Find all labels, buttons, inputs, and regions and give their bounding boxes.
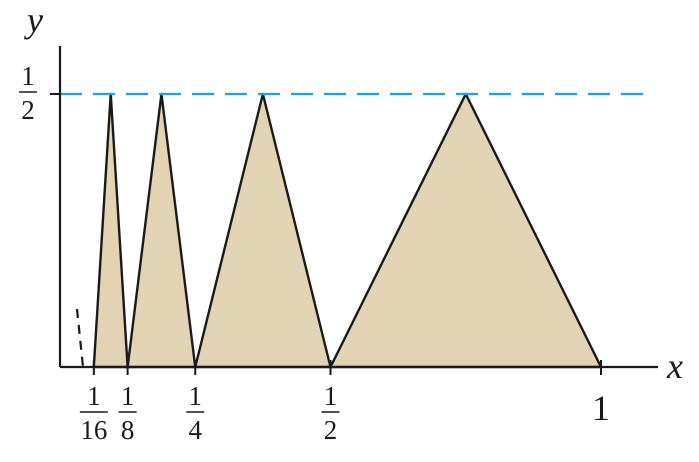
x-tick-label-2-denominator: 8	[121, 415, 135, 445]
x-tick-label-3-denominator: 4	[189, 415, 203, 445]
y-axis-label: y	[24, 0, 43, 40]
x-tick-label-2: 18	[118, 381, 137, 445]
x-tick-label-2-numerator: 1	[121, 381, 135, 411]
x-tick-label-1: 116	[79, 381, 108, 445]
triangles	[92, 92, 603, 369]
triangle-2	[126, 92, 197, 369]
triangle-1	[92, 92, 129, 369]
y-tick-label: 12	[19, 61, 37, 125]
y-tick-label-denominator: 2	[21, 95, 35, 125]
x-tick-label-4: 12	[321, 381, 340, 445]
triangle-3	[194, 92, 332, 369]
x-tick-label-3: 14	[186, 381, 205, 445]
triangle-4	[329, 92, 603, 369]
x-tick-label-1-numerator: 1	[87, 381, 101, 411]
continuation-dash	[75, 308, 85, 368]
x-tick-label-5: 1	[592, 388, 610, 428]
y-tick-half: 12	[19, 61, 60, 125]
x-tick-label-3-numerator: 1	[189, 381, 203, 411]
x-tick-label-4-numerator: 1	[324, 381, 338, 411]
x-tick-label-4-denominator: 2	[324, 415, 338, 445]
x-tick-label-1-denominator: 16	[80, 415, 107, 445]
y-tick-label-numerator: 1	[21, 61, 35, 91]
x-axis-label: x	[666, 346, 683, 386]
